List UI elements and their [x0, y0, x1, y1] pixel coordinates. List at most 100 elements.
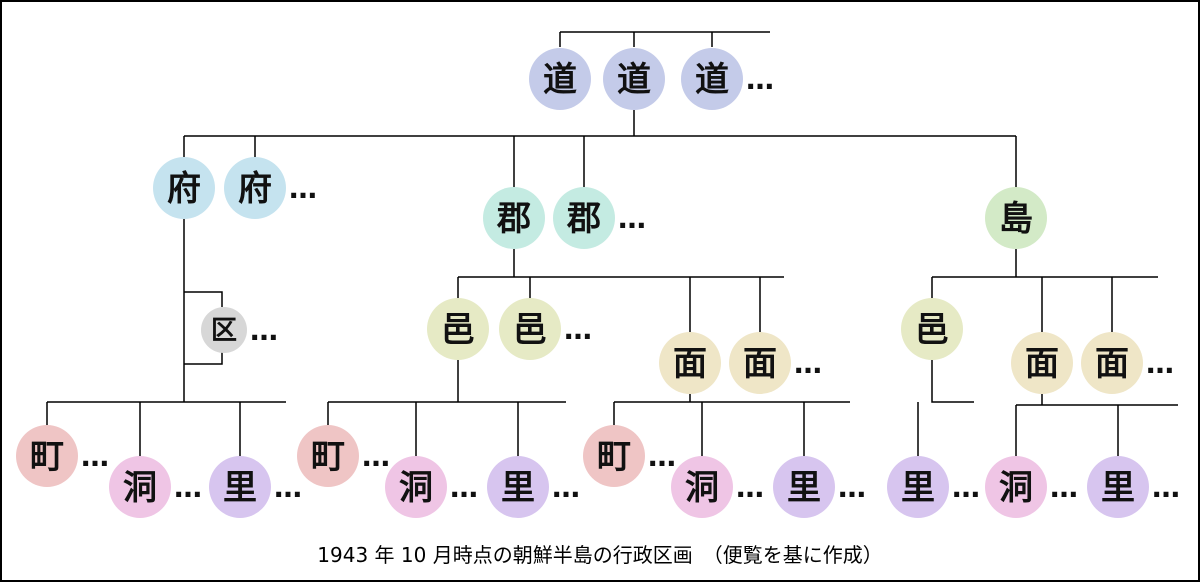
ellipsis: …	[736, 471, 764, 504]
node-ku-circle	[201, 307, 247, 353]
node-do-circle	[529, 48, 591, 110]
node-men-label: 面	[673, 344, 707, 384]
node-gun-circle	[483, 187, 545, 249]
ellipsis: …	[838, 471, 866, 504]
node-men: 面	[1011, 332, 1073, 394]
connector-lines	[46, 31, 1178, 457]
node-yu-circle	[499, 298, 561, 360]
node-leaf-label: 洞	[685, 468, 719, 508]
node-leaf-circle	[209, 456, 271, 518]
node-yu: 邑	[427, 298, 489, 360]
node-men-label: 面	[1095, 344, 1129, 384]
node-yu-label: 邑	[915, 310, 949, 350]
node-fu-circle	[224, 157, 286, 219]
edge-root-do	[559, 31, 770, 47]
node-leaf-label: 里	[1101, 468, 1135, 508]
ellipsis: …	[794, 347, 822, 380]
node-leaf: 洞	[385, 456, 447, 518]
node-leaf-circle	[671, 456, 733, 518]
ellipsis: …	[362, 440, 390, 473]
ellipsis: …	[648, 440, 676, 473]
ellipsis: …	[174, 471, 202, 504]
node-yu-circle	[901, 298, 963, 360]
ellipsis: …	[552, 471, 580, 504]
node-do-label: 道	[617, 60, 651, 100]
node-leaf-circle	[385, 456, 447, 518]
node-do-label: 道	[695, 60, 729, 100]
node-fu-circle	[153, 157, 215, 219]
node-do-circle	[603, 48, 665, 110]
node-leaf-circle	[487, 456, 549, 518]
node-ku-label: 区	[211, 316, 237, 346]
node-leaf-label: 洞	[123, 468, 157, 508]
node-do-label: 道	[543, 60, 577, 100]
node-shima-circle	[985, 187, 1047, 249]
node-ku: 区	[201, 307, 247, 353]
node-yu-label: 邑	[513, 310, 547, 350]
node-leaf: 町	[297, 425, 359, 487]
node-leaf-circle	[1087, 456, 1149, 518]
node-leaf-label: 里	[501, 468, 535, 508]
edge-do-children	[183, 110, 1017, 188]
node-leaf-label: 町	[311, 437, 345, 477]
node-leaf-label: 里	[787, 468, 821, 508]
edge-fu-leaves	[46, 401, 286, 457]
node-fu-label: 府	[238, 169, 272, 209]
node-men-circle	[659, 332, 721, 394]
node-do: 道	[681, 48, 743, 110]
node-gun-circle	[553, 187, 615, 249]
node-leaf-label: 洞	[999, 468, 1033, 508]
node-do: 道	[529, 48, 591, 110]
node-leaf: 町	[583, 425, 645, 487]
edge-shima-men-leaves	[1015, 394, 1178, 457]
node-men-circle	[729, 332, 791, 394]
node-yu: 邑	[901, 298, 963, 360]
ellipsis: …	[289, 172, 317, 205]
node-do: 道	[603, 48, 665, 110]
node-leaf: 里	[209, 456, 271, 518]
node-gun-label: 郡	[496, 199, 531, 239]
node-leaf-circle	[773, 456, 835, 518]
edge-men-leaves	[613, 394, 850, 457]
node-leaf: 町	[16, 425, 78, 487]
ellipsis: …	[1050, 471, 1078, 504]
ellipsis: …	[81, 440, 109, 473]
node-leaf-circle	[583, 425, 645, 487]
node-shima-label: 島	[999, 199, 1033, 239]
node-leaf-circle	[297, 425, 359, 487]
node-men-circle	[1011, 332, 1073, 394]
node-men: 面	[659, 332, 721, 394]
ellipsis: …	[450, 471, 478, 504]
node-leaf: 洞	[109, 456, 171, 518]
caption: 1943 年 10 月時点の朝鮮半島の行政区画 （便覧を基に作成）	[317, 543, 882, 567]
node-layer: 道道道…府府…郡郡…島区…邑邑…面面…邑面面…町…洞…里…町…洞…里…町…洞…里…	[16, 48, 1180, 518]
ellipsis: …	[274, 471, 302, 504]
ellipsis: …	[1146, 347, 1174, 380]
ellipsis: …	[952, 471, 980, 504]
node-fu-label: 府	[167, 169, 201, 209]
edge-shima-children	[931, 249, 1158, 332]
node-leaf-label: 町	[30, 437, 64, 477]
node-yu-label: 邑	[441, 310, 475, 350]
node-leaf-label: 里	[223, 468, 257, 508]
node-leaf: 里	[487, 456, 549, 518]
edge-yu-leaves	[327, 360, 566, 457]
node-leaf-label: 洞	[399, 468, 433, 508]
node-leaf-circle	[16, 425, 78, 487]
node-gun-label: 郡	[566, 199, 601, 239]
node-fu: 府	[224, 157, 286, 219]
node-fu: 府	[153, 157, 215, 219]
node-leaf-circle	[985, 456, 1047, 518]
node-gun: 郡	[483, 187, 545, 249]
node-leaf: 里	[887, 456, 949, 518]
node-men-label: 面	[743, 344, 777, 384]
ellipsis: …	[1152, 471, 1180, 504]
node-leaf-circle	[887, 456, 949, 518]
ellipsis: …	[746, 63, 774, 96]
node-yu: 邑	[499, 298, 561, 360]
node-men-label: 面	[1025, 344, 1059, 384]
edge-shima-yu-leaves	[917, 360, 974, 457]
node-shima: 島	[985, 187, 1047, 249]
